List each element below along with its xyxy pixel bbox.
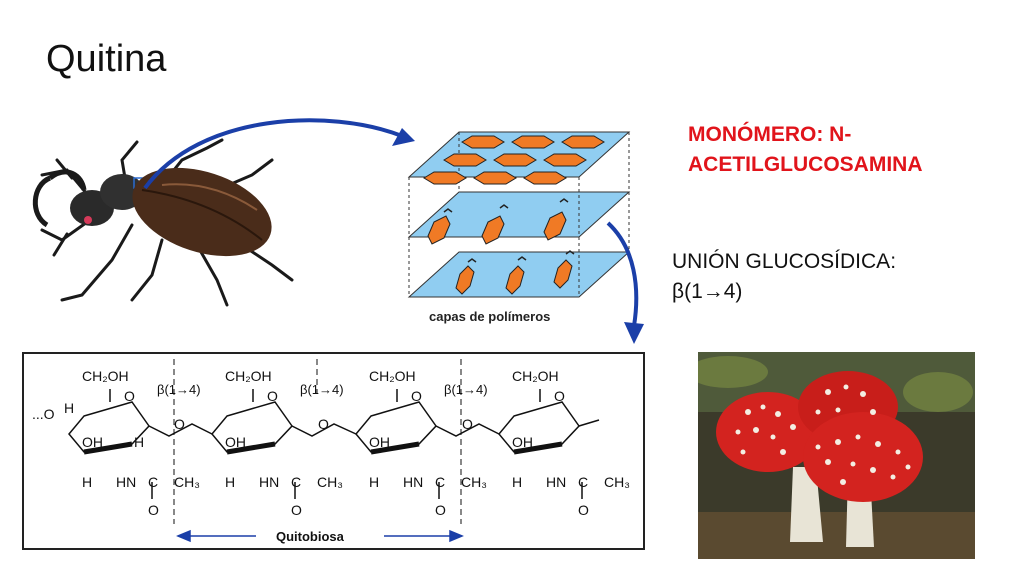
chain-start-label: ...O bbox=[32, 406, 55, 422]
beetle-illustration bbox=[32, 138, 294, 307]
layers-caption: capas de polímeros bbox=[429, 309, 551, 324]
beta-bond-label-3: β(1→4) bbox=[444, 382, 488, 397]
c-label-2: C bbox=[291, 474, 302, 490]
h-label: H bbox=[512, 474, 523, 490]
ring-o-label-4: O bbox=[554, 388, 565, 404]
ch3-label-3: CH₃ bbox=[461, 474, 487, 490]
ch3-label-1: CH₃ bbox=[174, 474, 200, 490]
oh-label-1: OH bbox=[82, 434, 103, 450]
oh-label-2: OH bbox=[225, 434, 246, 450]
monomer-label: MONÓMERO: N-ACETILGLUCOSAMINA bbox=[688, 123, 923, 176]
ch2oh-label-1: CH₂OH bbox=[82, 368, 129, 384]
ch3-label-4: CH₃ bbox=[604, 474, 630, 490]
carbonyl-o-label-2: O bbox=[291, 502, 302, 518]
h-label: H bbox=[82, 474, 93, 490]
c-label-3: C bbox=[435, 474, 446, 490]
h-label: H bbox=[369, 474, 380, 490]
h-label: H bbox=[64, 400, 75, 416]
ch2oh-label-2: CH₂OH bbox=[225, 368, 272, 384]
bond-label-line2: β(1→4) bbox=[672, 280, 743, 303]
hn-label-4: HN bbox=[546, 474, 567, 490]
glycosidic-bond-label: UNIÓN GLUCOSÍDICA: β(1→4) bbox=[672, 247, 972, 307]
carbonyl-o-label-1: O bbox=[148, 502, 159, 518]
carbonyl-o-label-4: O bbox=[578, 502, 589, 518]
chitin-structure-drawing bbox=[68, 359, 600, 543]
hn-label-2: HN bbox=[259, 474, 280, 490]
h-label: H bbox=[225, 474, 236, 490]
mushroom-photo bbox=[698, 352, 975, 559]
ring-o-label-3: O bbox=[411, 388, 422, 404]
oh-label-3: OH bbox=[369, 434, 390, 450]
ring-o-label-2: O bbox=[267, 388, 278, 404]
chitin-structure-panel: CH₂OH ...O H OH O H H HN C CH₃ O O β(1→4… bbox=[22, 352, 645, 550]
bond-label-line1: UNIÓN GLUCOSÍDICA: bbox=[672, 250, 897, 273]
carbonyl-o-label-3: O bbox=[435, 502, 446, 518]
hn-label-1: HN bbox=[116, 474, 137, 490]
beta-bond-label-1: β(1→4) bbox=[157, 382, 201, 397]
oh-label-4: OH bbox=[512, 434, 533, 450]
ring-o-label-1: O bbox=[124, 388, 135, 404]
arrow-to-structure bbox=[606, 221, 644, 344]
ch3-label-2: CH₃ bbox=[317, 474, 343, 490]
glycosidic-o-label-1: O bbox=[174, 416, 185, 432]
c-label-1: C bbox=[148, 474, 159, 490]
hn-label-3: HN bbox=[403, 474, 424, 490]
c-label-4: C bbox=[578, 474, 589, 490]
ch2oh-label-3: CH₂OH bbox=[369, 368, 416, 384]
glycosidic-o-label-2: O bbox=[318, 416, 329, 432]
arrow-to-layers bbox=[143, 118, 415, 190]
polymer-layers-diagram bbox=[407, 131, 631, 298]
slide-title: Quitina bbox=[46, 38, 167, 80]
h-label: H bbox=[134, 434, 145, 450]
beta-bond-label-2: β(1→4) bbox=[300, 382, 344, 397]
ch2oh-label-4: CH₂OH bbox=[512, 368, 559, 384]
glycosidic-o-label-3: O bbox=[462, 416, 473, 432]
quitobiosa-label: Quitobiosa bbox=[276, 529, 344, 544]
